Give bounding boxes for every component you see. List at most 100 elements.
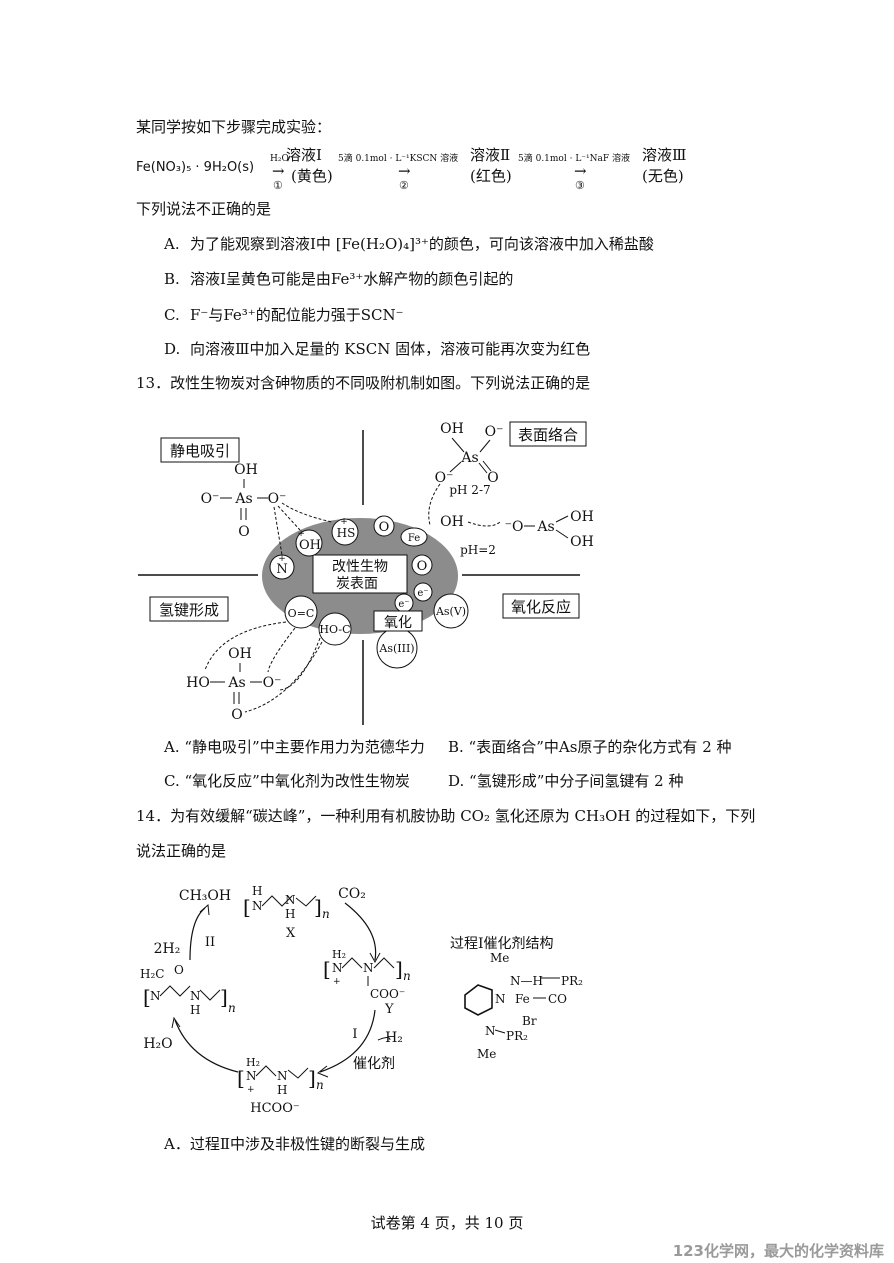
q12-option-b: 溶液Ⅰ呈黄色可能是由Fe³⁺水解产物的颜色引起的 <box>190 270 514 288</box>
svg-text:O⁻: O⁻ <box>485 424 504 440</box>
svg-text:H: H <box>190 1003 200 1017</box>
svg-text:N: N <box>150 989 161 1003</box>
center-label-1: 改性生物 <box>332 559 388 575</box>
svg-text:N: N <box>246 1069 257 1083</box>
svg-text:H: H <box>277 1083 287 1097</box>
center-label-2: 炭表面 <box>336 576 378 592</box>
svg-text:n: n <box>316 1078 324 1092</box>
svg-text:HS: HS <box>337 526 356 540</box>
svg-text:OH: OH <box>234 462 258 478</box>
svg-text:+: + <box>247 1085 255 1095</box>
svg-text:CO₂: CO₂ <box>338 886 366 902</box>
solution-3-color: (无色) <box>642 167 684 185</box>
catalyst-title: 过程I催化剂结构 <box>450 936 554 952</box>
page-footer: 试卷第 4 页，共 10 页 <box>370 1214 524 1232</box>
svg-text:[: [ <box>243 895 251 919</box>
arrow-3: → <box>574 162 587 180</box>
svg-text:H₂: H₂ <box>332 948 346 961</box>
svg-text:n: n <box>228 1001 236 1015</box>
reactant: Fe(NO₃)₅ · 9H₂O(s) <box>136 160 255 175</box>
svg-text:As(V): As(V) <box>435 605 466 618</box>
solution-2-color: (红色) <box>470 167 512 185</box>
svg-text:HO: HO <box>186 675 210 691</box>
svg-text:H₂C: H₂C <box>140 967 164 981</box>
svg-text:N: N <box>485 1024 496 1038</box>
svg-text:N: N <box>332 961 343 975</box>
svg-text:Y: Y <box>384 1002 394 1017</box>
svg-text:O⁻: O⁻ <box>268 491 287 507</box>
svg-text:]: ] <box>314 895 322 919</box>
svg-text:]: ] <box>220 985 228 1009</box>
svg-text:2H₂: 2H₂ <box>154 941 181 957</box>
svg-text:COO⁻: COO⁻ <box>370 987 405 1001</box>
svg-text:N—H: N—H <box>510 974 543 988</box>
svg-text:]: ] <box>395 957 403 981</box>
q12-option-c-label: C. <box>164 306 180 324</box>
svg-text:As: As <box>460 450 478 466</box>
svg-text:PR₂: PR₂ <box>506 1029 528 1043</box>
arrow-2: → <box>398 162 411 180</box>
svg-text:O: O <box>231 707 242 723</box>
svg-text:OH: OH <box>440 514 464 530</box>
svg-text:N: N <box>252 899 263 913</box>
svg-text:pH=2: pH=2 <box>460 543 496 557</box>
svg-text:n: n <box>322 907 330 921</box>
q14-option-a: A．过程Ⅱ中涉及非极性键的断裂与生成 <box>164 1135 426 1153</box>
svg-text:OH: OH <box>228 646 252 662</box>
svg-text:氧化: 氧化 <box>384 615 412 631</box>
solution-2: 溶液Ⅱ <box>470 146 511 164</box>
svg-text:e⁻: e⁻ <box>398 599 409 610</box>
svg-text:Fe: Fe <box>408 533 420 544</box>
svg-text:Me: Me <box>477 1047 496 1061</box>
svg-text:催化剂: 催化剂 <box>353 1056 395 1072</box>
svg-text:+: + <box>340 517 348 527</box>
svg-text:O⁻: O⁻ <box>435 470 454 486</box>
q12-stem: 下列说法不正确的是 <box>136 200 272 218</box>
svg-text:⁻O: ⁻O <box>505 519 524 535</box>
svg-text:OH: OH <box>299 538 321 553</box>
svg-text:N: N <box>495 992 506 1006</box>
svg-text:+: + <box>333 977 341 987</box>
svg-text:[: [ <box>143 985 151 1009</box>
step1-reagent: H₂O <box>270 154 289 164</box>
step2-reagent: 5滴 0.1mol · L⁻¹KSCN 溶液 <box>338 154 459 164</box>
q12-option-b-label: B. <box>164 270 180 288</box>
svg-text:As: As <box>234 491 252 507</box>
svg-text:PR₂: PR₂ <box>561 974 583 988</box>
svg-text:N: N <box>276 562 287 577</box>
svg-text:As(III): As(III) <box>378 642 414 655</box>
svg-text:II: II <box>205 935 215 950</box>
step3-number: ③ <box>575 179 585 192</box>
svg-text:H₂O: H₂O <box>143 1036 172 1052</box>
q13-option-d: D. “氢键形成”中分子间氢键有 2 种 <box>448 772 684 790</box>
svg-text:H₂: H₂ <box>385 1030 403 1046</box>
svg-text:H: H <box>285 907 295 921</box>
label-surface-complexation: 表面络合 <box>518 426 578 444</box>
svg-text:O: O <box>174 963 184 977</box>
svg-text:N: N <box>277 1069 288 1083</box>
svg-text:OH: OH <box>570 534 594 550</box>
svg-text:O: O <box>238 524 249 540</box>
svg-text:CH₃OH: CH₃OH <box>179 888 231 904</box>
solution-1-color: (黄色) <box>291 167 333 185</box>
svg-text:+: + <box>278 554 286 564</box>
svg-text:HCOO⁻: HCOO⁻ <box>250 1101 299 1116</box>
q12-option-d: 向溶液Ⅲ中加入足量的 KSCN 固体，溶液可能再次变为红色 <box>190 340 591 358</box>
q13-option-b: B. “表面络合”中As原子的杂化方式有 2 种 <box>448 738 732 756</box>
svg-text:O⁻: O⁻ <box>263 675 282 691</box>
step3-reagent: 5滴 0.1mol · L⁻¹NaF 溶液 <box>518 154 630 164</box>
svg-text:I: I <box>352 1027 357 1042</box>
svg-text:H₂: H₂ <box>246 1056 260 1069</box>
q13-option-c: C. “氧化反应”中氧化剂为改性生物炭 <box>164 772 410 790</box>
label-electrostatic: 静电吸引 <box>170 442 230 460</box>
svg-text:O: O <box>379 520 390 535</box>
svg-text:[: [ <box>237 1066 245 1090</box>
svg-text:O: O <box>417 559 428 574</box>
q14-stem-line2: 说法正确的是 <box>136 842 227 860</box>
svg-text:N: N <box>363 961 374 975</box>
svg-text:As: As <box>536 519 554 535</box>
svg-text:Me: Me <box>490 951 509 965</box>
svg-text:OH: OH <box>440 421 464 437</box>
